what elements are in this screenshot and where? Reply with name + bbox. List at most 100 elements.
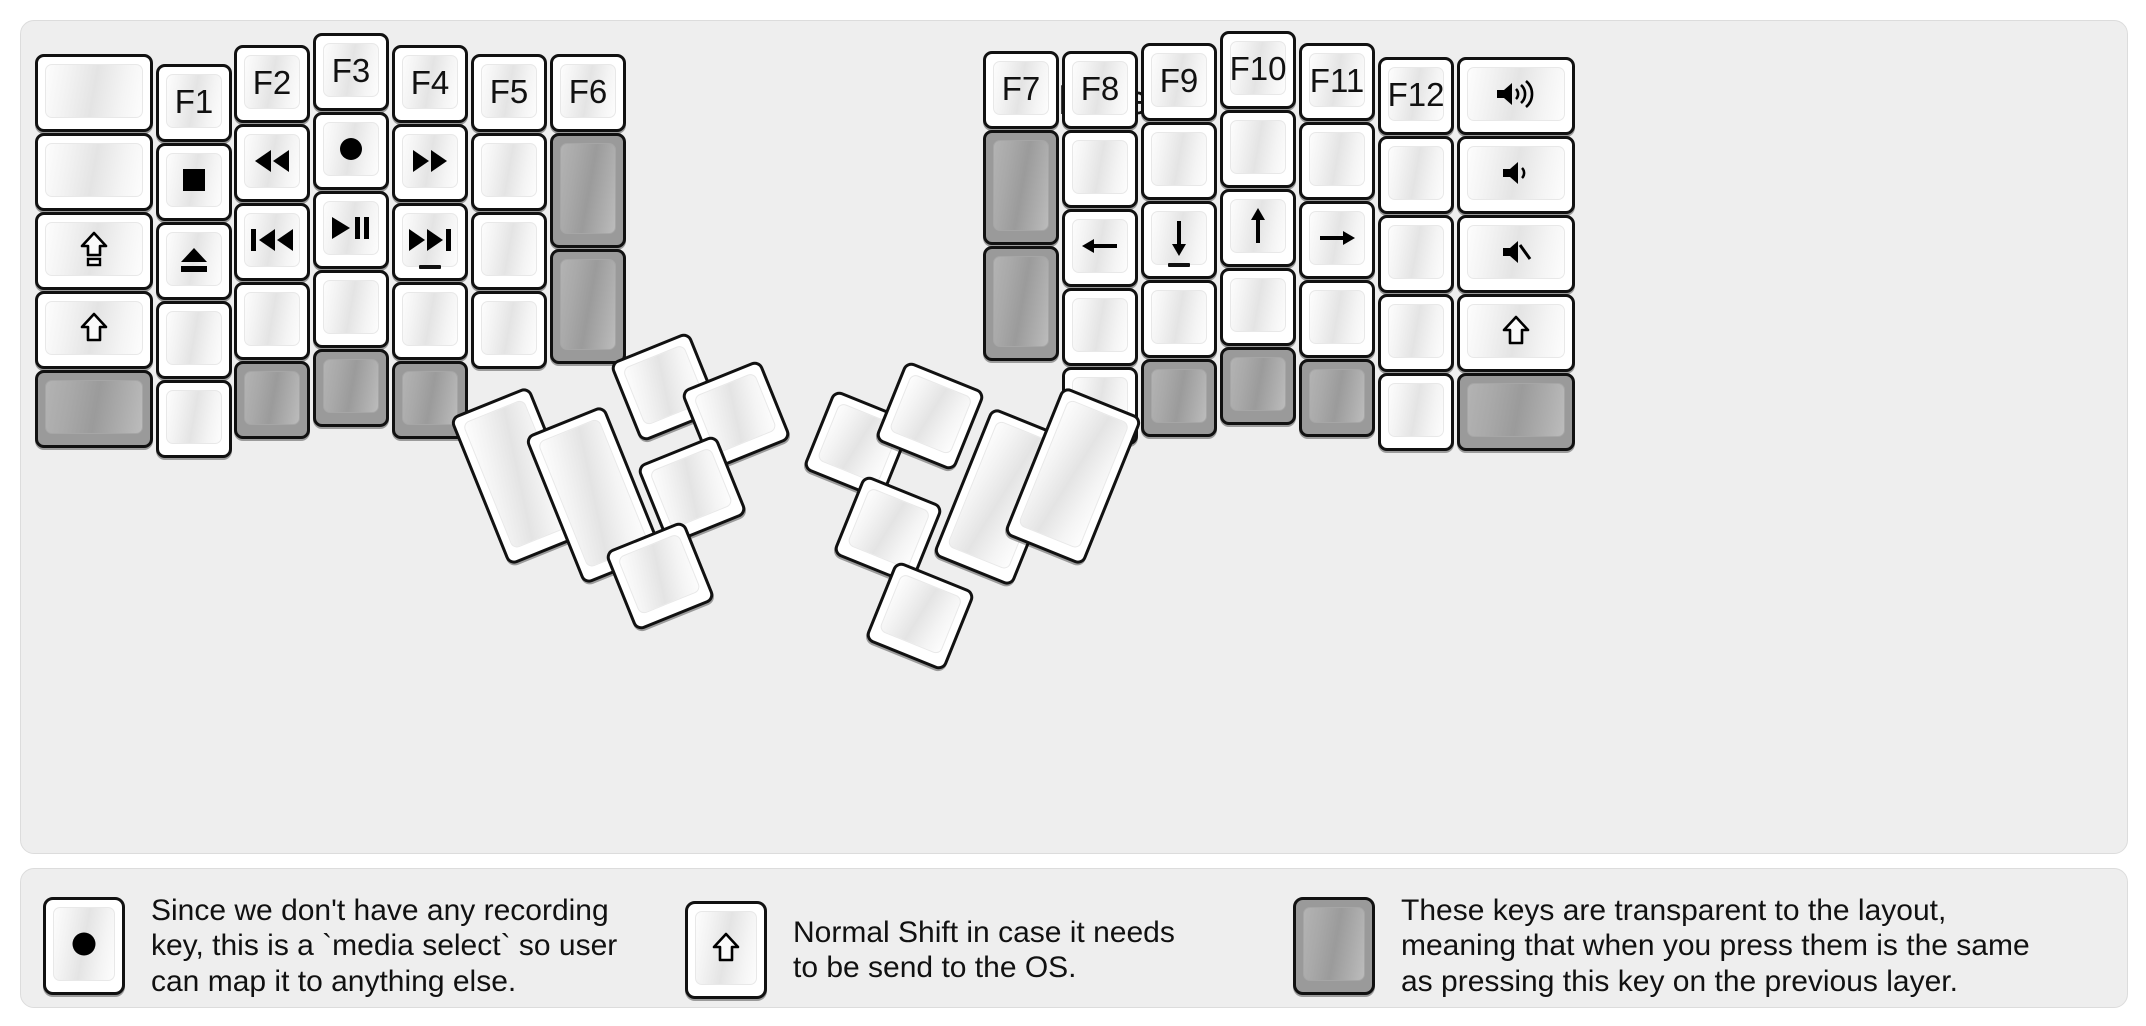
key-label: F3: [331, 51, 371, 89]
key-record[interactable]: [313, 112, 389, 190]
key-f5[interactable]: F5: [471, 54, 547, 132]
key-cap: [402, 292, 458, 346]
key-fast-forward[interactable]: [392, 124, 468, 202]
key-blank[interactable]: [1062, 130, 1138, 208]
key-caps-lock[interactable]: [35, 212, 153, 290]
key-transparent[interactable]: [1220, 347, 1296, 425]
key-blank[interactable]: [1141, 122, 1217, 200]
key-f4[interactable]: F4: [392, 45, 468, 123]
key-transparent[interactable]: [550, 133, 626, 248]
legend-key-transparent: [1293, 897, 1375, 996]
key-cap: [481, 301, 537, 355]
key-blank[interactable]: [392, 282, 468, 360]
key-transparent[interactable]: [234, 361, 310, 439]
stop-icon: [166, 153, 222, 207]
key-transparent[interactable]: [1299, 359, 1375, 437]
key-shift-arrow[interactable]: [1457, 294, 1575, 372]
record-icon: [53, 907, 115, 982]
thumb-key[interactable]: [832, 474, 944, 586]
key-cap: [617, 533, 702, 616]
key-cap: [649, 447, 734, 530]
key-f1[interactable]: F1: [156, 64, 232, 142]
key-volume-mute[interactable]: [1457, 215, 1575, 293]
arrow-up-icon: [1230, 199, 1286, 253]
key-blank[interactable]: [234, 282, 310, 360]
key-arrow-right[interactable]: [1299, 201, 1375, 279]
key-blank[interactable]: [1378, 294, 1454, 372]
key-blank[interactable]: [1141, 280, 1217, 358]
key-blank[interactable]: [156, 301, 232, 379]
key-transparent[interactable]: [1457, 373, 1575, 451]
key-volume-down[interactable]: [1457, 136, 1575, 214]
key-blank[interactable]: [1378, 136, 1454, 214]
key-volume-up[interactable]: [1457, 57, 1575, 135]
key-transparent[interactable]: [35, 370, 153, 448]
key-blank[interactable]: [1220, 268, 1296, 346]
key-transparent[interactable]: [1141, 359, 1217, 437]
key-cap: [1017, 398, 1130, 550]
key-blank[interactable]: [1378, 215, 1454, 293]
key-cap: F11: [1309, 53, 1365, 107]
arrow-right-icon: [1309, 211, 1365, 265]
key-play-pause[interactable]: [313, 191, 389, 269]
key-blank[interactable]: [471, 212, 547, 290]
volume-down-icon: [1467, 146, 1565, 200]
key-transparent[interactable]: [983, 246, 1059, 361]
key-transparent[interactable]: [983, 130, 1059, 245]
key-cap: F2: [244, 55, 300, 109]
key-f3[interactable]: F3: [313, 33, 389, 111]
key-transparent[interactable]: [313, 349, 389, 427]
key-f6[interactable]: F6: [550, 54, 626, 132]
key-cap: [402, 371, 458, 425]
key-f8[interactable]: F8: [1062, 51, 1138, 129]
key-blank[interactable]: [35, 133, 153, 211]
key-f9[interactable]: F9: [1141, 43, 1217, 121]
legend-text-transparent: These keys are transparent to the layout…: [1401, 894, 2030, 998]
key-blank[interactable]: [1299, 280, 1375, 358]
key-cap: [481, 222, 537, 276]
legend-item-shift: Normal Shift in case it needs to be send…: [685, 901, 1175, 999]
key-cap: [45, 64, 143, 118]
key-previous-track[interactable]: [234, 203, 310, 281]
key-stop[interactable]: [156, 143, 232, 221]
key-cap: [45, 143, 143, 197]
key-arrow-left[interactable]: [1062, 209, 1138, 287]
key-next-track[interactable]: [392, 203, 468, 281]
legend-item-record: Since we don't have any recording key, t…: [43, 893, 617, 999]
thumb-key[interactable]: [864, 560, 976, 672]
key-f7[interactable]: F7: [983, 51, 1059, 129]
key-arrow-down[interactable]: [1141, 201, 1217, 279]
key-eject[interactable]: [156, 222, 232, 300]
key-blank[interactable]: [35, 54, 153, 132]
key-blank[interactable]: [1220, 110, 1296, 188]
key-blank[interactable]: [471, 133, 547, 211]
key-shift-arrow[interactable]: [35, 291, 153, 369]
key-cap: F9: [1151, 53, 1207, 107]
key-f10[interactable]: F10: [1220, 31, 1296, 109]
shift-arrow-icon: [45, 301, 143, 355]
key-cap: [993, 256, 1049, 347]
key-blank[interactable]: [156, 380, 232, 458]
key-f2[interactable]: F2: [234, 45, 310, 123]
key-f12[interactable]: F12: [1378, 57, 1454, 135]
key-transparent[interactable]: [550, 249, 626, 364]
key-blank[interactable]: [313, 270, 389, 348]
key-transparent[interactable]: [392, 361, 468, 439]
key-blank[interactable]: [1299, 122, 1375, 200]
eject-icon: [166, 232, 222, 286]
key-cap: [323, 359, 379, 413]
key-blank[interactable]: [1062, 288, 1138, 366]
key-cap: [993, 140, 1049, 231]
key-blank[interactable]: [471, 291, 547, 369]
key-f11[interactable]: F11: [1299, 43, 1375, 121]
key-label: F2: [252, 63, 292, 101]
play-pause-icon: [323, 201, 379, 255]
key-arrow-up[interactable]: [1220, 189, 1296, 267]
key-cap: [244, 292, 300, 346]
record-icon: [323, 122, 379, 176]
key-label: F1: [174, 82, 214, 120]
key-blank[interactable]: [1378, 373, 1454, 451]
key-rewind[interactable]: [234, 124, 310, 202]
key-cap: F3: [323, 43, 379, 97]
